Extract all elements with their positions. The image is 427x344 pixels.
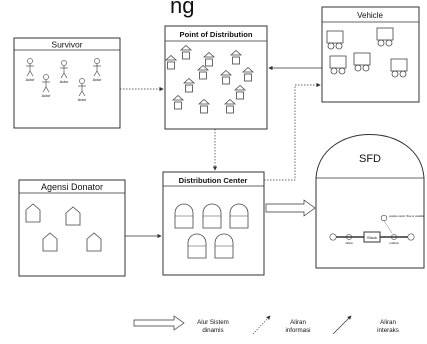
legend-alur-line1: Alur Sistem [197,319,229,326]
actor-label: Actor [42,94,52,98]
legend-aliran-info-line2: informasi [285,327,310,334]
legend-dotted-arrow-icon [252,315,271,335]
actor-icon: Actor [60,60,70,84]
donator-icon [65,206,81,226]
house-icon [223,98,237,114]
legend-aliran-interaksi-line2: interaks [377,327,399,334]
auxiliary-label: positive stock / flow or variable [389,214,425,218]
partial-heading: ng [170,0,194,18]
dc-to-vehicle-arrow [264,82,321,181]
actor-icon: Actor [42,74,52,98]
survivor-box [13,37,121,129]
house-icon [233,84,247,100]
actor-label: Actor [78,98,88,102]
sfd-title: SFD [359,153,381,165]
house-icon [164,54,178,70]
inflow-valve-icon [346,234,352,240]
legend-aliran-interaksi-line1: Aliran [380,319,396,326]
donator-icon [42,232,58,252]
truck-icon [376,27,394,47]
sink-cloud-icon [407,233,415,241]
actor-label: Actor [26,78,36,82]
actor-label: Actor [60,80,70,84]
agensi-donator-box [18,179,126,277]
agensi-donator-node: Agensi Donator [18,179,126,277]
dc-to-sfd-block-arrow [265,199,316,217]
house-icon [241,66,255,82]
point-of-distribution-node: Point of Distribution [164,25,268,130]
actor-label: Actor [93,78,103,82]
connector-group [120,65,322,239]
house-icon [219,69,233,85]
outflow-label: outflow [389,241,399,245]
point-of-distribution-title: Point of Distribution [180,30,253,39]
legend-block-arrow-icon [133,315,185,331]
house-icon [197,98,211,114]
warehouse-group [174,203,249,259]
survivor-title: Survivor [51,40,82,50]
legend-aliran-info-line1: Aliran [290,319,306,326]
vehicle-node: Vehicle [321,6,420,103]
vehicle-box [321,6,420,103]
donator-icon [86,232,102,252]
truck-group [326,27,408,78]
truck-icon [329,55,347,75]
auxiliary-variable-icon [380,214,388,222]
truck-icon [390,58,408,78]
actor-icon: Actor [78,78,88,102]
inflow-label: inflow [345,241,354,245]
legend-alur-line2: dinamis [202,327,223,334]
house-icon [179,44,193,60]
actor-icon: Actor [26,58,36,82]
house-icon [182,77,196,93]
stock-flow-mini: inflow Stock outflow positive stock / fl… [329,214,425,245]
legend: Alur Sistem dinamis Aliran informasi Ali… [133,315,399,335]
house-group [164,44,255,114]
truck-icon [326,30,344,50]
vehicle-title: Vehicle [357,11,383,20]
house-icon [229,49,243,65]
donator-group [25,203,102,252]
sfd-shape [315,134,425,269]
truck-icon [353,52,371,72]
outflow-valve-icon [391,234,397,240]
legend-solid-arrow-icon [332,315,352,335]
house-icon [171,94,185,110]
agensi-donator-title: Agensi Donator [41,182,103,192]
stock-label: Stock [367,235,377,240]
sfd-node: SFD inflow Stock outflow positive stock … [315,134,425,269]
distribution-center-node: Distribution Center [162,171,265,276]
donator-icon [25,203,41,223]
house-icon [202,51,216,67]
house-icon [196,64,210,80]
distribution-center-title: Distribution Center [179,176,248,185]
actor-icon: Actor [93,58,103,82]
